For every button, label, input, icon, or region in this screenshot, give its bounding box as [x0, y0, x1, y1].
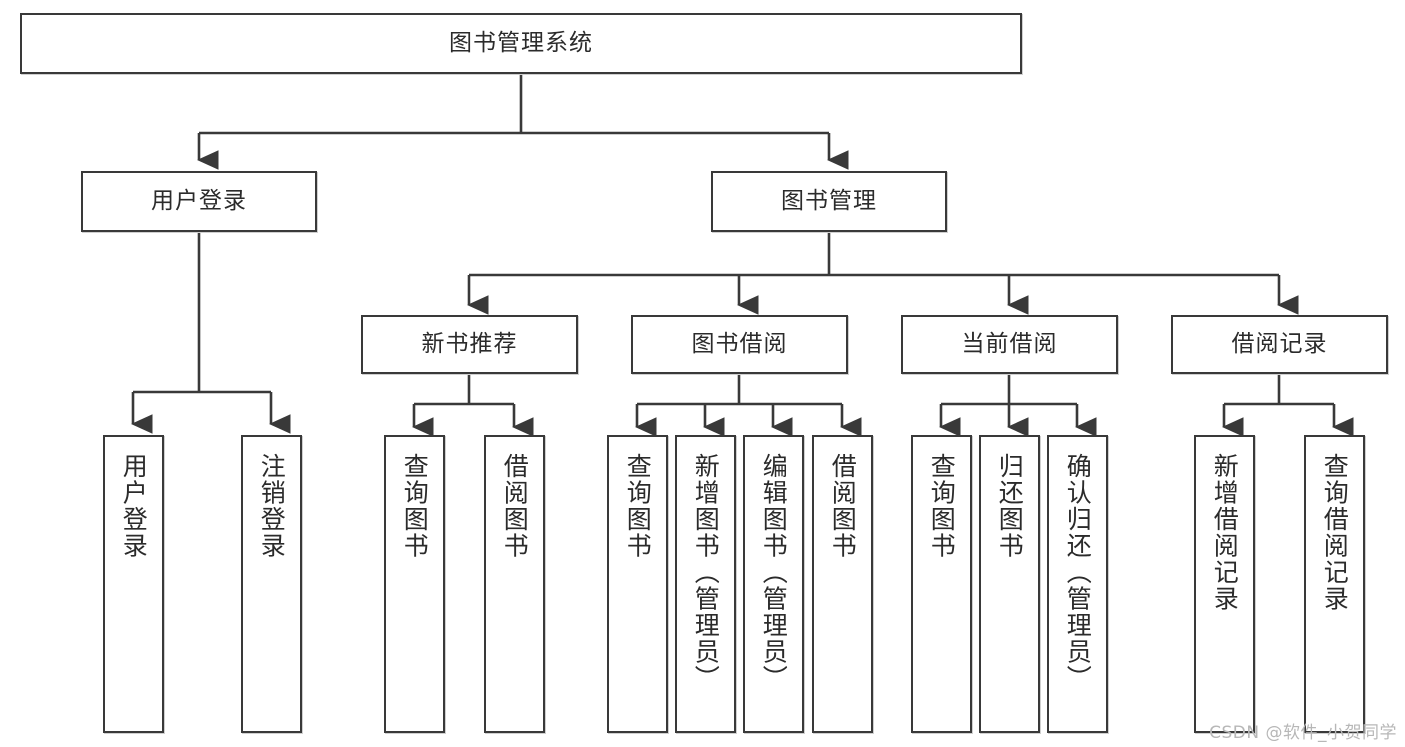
- leaf-borrow-edit-book-admin[interactable]: 编辑图书（管理员）: [743, 435, 804, 733]
- leaf-label: 归还图书: [995, 453, 1025, 559]
- leaf-current-return-book[interactable]: 归还图书: [979, 435, 1040, 733]
- leaf-label: 查询图书: [623, 453, 653, 559]
- node-new-book-recommend[interactable]: 新书推荐: [361, 315, 578, 374]
- node-root[interactable]: 图书管理系统: [20, 13, 1022, 74]
- node-borrow-records[interactable]: 借阅记录: [1171, 315, 1388, 374]
- leaf-label: 新增图书（管理员）: [691, 453, 721, 692]
- leaf-current-confirm-return-admin[interactable]: 确认归还（管理员）: [1047, 435, 1108, 733]
- leaf-label: 查询图书: [927, 453, 957, 559]
- leaf-records-query-record[interactable]: 查询借阅记录: [1304, 435, 1365, 733]
- node-book-management[interactable]: 图书管理: [711, 171, 947, 232]
- leaf-label: 新增借阅记录: [1210, 453, 1240, 612]
- leaf-borrow-borrow-book[interactable]: 借阅图书: [812, 435, 873, 733]
- node-user-login[interactable]: 用户登录: [81, 171, 317, 232]
- leaf-label: 注销登录: [257, 453, 287, 559]
- leaf-label: 用户登录: [119, 453, 149, 559]
- leaf-borrow-query-book[interactable]: 查询图书: [607, 435, 668, 733]
- leaf-label: 编辑图书（管理员）: [759, 453, 789, 692]
- node-user-login-label: 用户登录: [151, 188, 247, 215]
- leaf-new-book-query-book[interactable]: 查询图书: [384, 435, 445, 733]
- leaf-user-login-signout[interactable]: 注销登录: [241, 435, 302, 733]
- node-book-borrow-label: 图书借阅: [691, 331, 788, 358]
- leaf-label: 确认归还（管理员）: [1063, 453, 1093, 692]
- csdn-watermark: CSDN @软件_小贺同学: [1209, 723, 1397, 743]
- leaf-label: 查询图书: [400, 453, 430, 559]
- node-new-book-recommend-label: 新书推荐: [421, 331, 518, 358]
- node-book-management-label: 图书管理: [781, 188, 877, 215]
- leaf-records-add-record[interactable]: 新增借阅记录: [1194, 435, 1255, 733]
- node-root-label: 图书管理系统: [449, 30, 593, 57]
- leaf-label: 借阅图书: [500, 453, 530, 559]
- leaf-new-book-borrow-book[interactable]: 借阅图书: [484, 435, 545, 733]
- node-current-borrow-label: 当前借阅: [961, 331, 1058, 358]
- leaf-borrow-add-book-admin[interactable]: 新增图书（管理员）: [675, 435, 736, 733]
- leaf-label: 借阅图书: [828, 453, 858, 559]
- leaf-current-query-book[interactable]: 查询图书: [911, 435, 972, 733]
- leaf-label: 查询借阅记录: [1320, 453, 1350, 612]
- node-book-borrow[interactable]: 图书借阅: [631, 315, 848, 374]
- node-current-borrow[interactable]: 当前借阅: [901, 315, 1118, 374]
- leaf-user-login-signin[interactable]: 用户登录: [103, 435, 164, 733]
- node-borrow-records-label: 借阅记录: [1231, 331, 1328, 358]
